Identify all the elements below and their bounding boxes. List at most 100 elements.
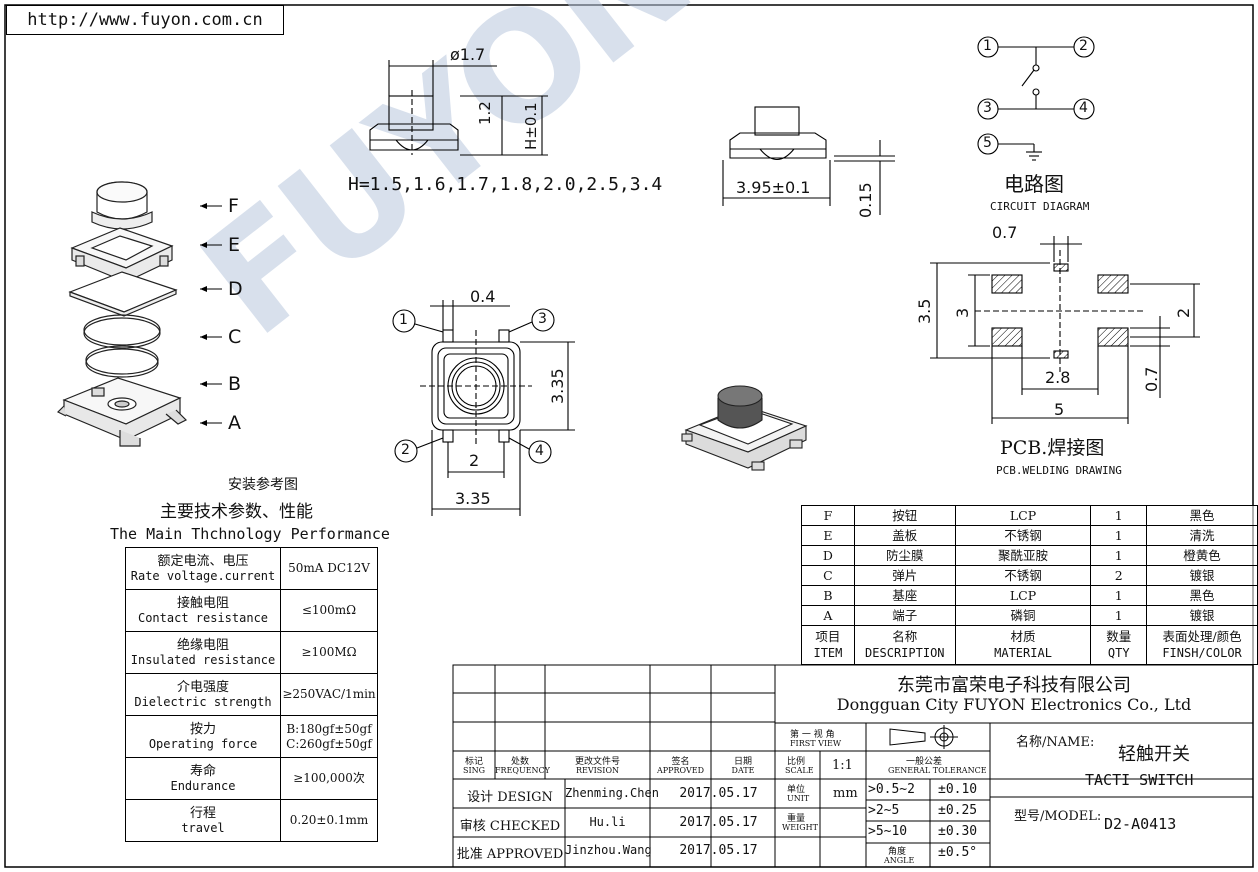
- scale-cn: 比例: [787, 757, 806, 767]
- tol-range-1: >0.5~2: [868, 782, 915, 797]
- pin-1: 1: [399, 312, 408, 328]
- bom-cell: 镀银: [1146, 565, 1258, 586]
- approval-date: 2017.05.17: [679, 786, 758, 801]
- part-d-film: [68, 271, 178, 317]
- circuit-pin-3: 3: [983, 100, 992, 116]
- pcb-title-en: PCB.WELDING DRAWING: [996, 464, 1122, 477]
- perf-title-en: The Main Thchnology Performance: [110, 525, 390, 543]
- perf-param-cn: 接触电阻: [176, 595, 229, 611]
- perf-value: ≥250VAC/1min: [280, 673, 378, 716]
- bom-cell: 聚酰亚胺: [954, 545, 1092, 566]
- bom-cell: 盖板: [853, 525, 956, 546]
- circuit-pin-5: 5: [983, 135, 992, 151]
- circuit-schematic: [977, 36, 1095, 161]
- approval-role: 审核 CHECKED: [459, 819, 561, 834]
- exploded-view: [56, 181, 222, 447]
- bom-cell: 不锈钢: [954, 525, 1092, 546]
- name-label: 名称/NAME:: [1016, 735, 1095, 750]
- approval-name: Jinzhou.Wang: [565, 843, 652, 857]
- tolerance-cn: 一般公差: [906, 757, 943, 767]
- part-f-button: [91, 181, 153, 230]
- bom-cell: 1: [1090, 505, 1148, 526]
- perf-param-en: Operating force: [148, 736, 258, 751]
- bom-cell: 弹片: [853, 565, 956, 586]
- perf-param-cn: 寿命: [189, 763, 216, 779]
- bom-cell: A: [801, 605, 855, 626]
- approval-name: Hu.li: [589, 815, 626, 829]
- bom-cell: D: [801, 545, 855, 566]
- approval-role: 设计 DESIGN: [467, 790, 553, 805]
- revision-header-en: DATE: [731, 766, 755, 775]
- revision-header-cn: 更改文件号: [574, 757, 620, 767]
- pcb-dim-3: 3: [953, 307, 972, 318]
- bom-cell: 1: [1090, 525, 1148, 546]
- dim-h: H±0.1: [522, 102, 540, 150]
- unit-value: mm: [833, 786, 858, 801]
- exploded-caption: 安装参考图: [228, 477, 298, 493]
- company-en: Dongguan City FUYON Electronics Co., Ltd: [836, 695, 1192, 714]
- circuit-pin-1: 1: [983, 38, 992, 54]
- isometric-view: [681, 385, 808, 471]
- first-view-cn: 第 一 视 角: [790, 730, 835, 740]
- perf-param-cn: 介电强度: [176, 679, 229, 695]
- tol-val-angle: ±0.5°: [938, 845, 978, 860]
- pcb-dim-5: 5: [1054, 400, 1065, 419]
- unit-cn: 单位: [787, 785, 806, 795]
- perf-param-cn: 按力: [189, 721, 216, 737]
- exploded-leaders: [200, 203, 222, 426]
- perf-value: 0.20±0.1mm: [280, 799, 378, 842]
- tol-angle-cn: 角度: [888, 847, 907, 857]
- tol-angle-en: ANGLE: [884, 856, 915, 865]
- unit-en: UNIT: [787, 794, 810, 803]
- pcb-title-cn: PCB.焊接图: [1000, 437, 1105, 459]
- circuit-pin-4: 4: [1079, 100, 1088, 116]
- revision-header-cn: 日期: [733, 757, 752, 767]
- bom-header-en: FINSH/COLOR: [1162, 646, 1242, 660]
- tol-val-3: ±0.30: [938, 824, 978, 839]
- perf-param-cn: 行程: [189, 805, 216, 821]
- h-options: H=1.5,1.6,1.7,1.8,2.0,2.5,3.4: [348, 174, 663, 195]
- part-label-a: A: [228, 412, 241, 434]
- dim-0-15: 0.15: [856, 182, 875, 218]
- revision-header-en: SING: [462, 766, 486, 775]
- dim-1-2: 1.2: [476, 101, 494, 125]
- perf-param-cn: 绝缘电阻: [176, 637, 229, 653]
- pin-3: 3: [538, 311, 547, 327]
- bom-header-cn: 名称: [892, 629, 918, 644]
- website-url: http://www.fuyon.com.cn: [6, 5, 284, 35]
- revision-header-cn: 标记: [464, 757, 483, 767]
- bom-cell: 1: [1090, 605, 1148, 626]
- part-b-base: [56, 377, 188, 447]
- bom-cell: B: [801, 585, 855, 606]
- revision-header-en: REVISION: [576, 766, 619, 775]
- first-view-en: FIRST VIEW: [790, 739, 842, 748]
- perf-value: 50mA DC12V: [280, 547, 378, 590]
- product-name-cn: 轻触开关: [1118, 744, 1190, 765]
- bom-cell: 端子: [853, 605, 956, 626]
- front-view: [392, 300, 575, 516]
- part-label-f: F: [228, 195, 239, 217]
- perf-param-en: Endurance: [170, 778, 236, 793]
- dim-3-35-v: 3.35: [548, 368, 567, 404]
- circuit-pin-2: 2: [1079, 38, 1088, 54]
- revision-header-en: APPROVED: [656, 766, 704, 775]
- tol-range-3: >5~10: [868, 824, 908, 839]
- bom-cell: 不锈钢: [954, 565, 1092, 586]
- perf-value: ≥100,000次: [280, 757, 378, 800]
- bom-cell: 1: [1090, 545, 1148, 566]
- pin-4: 4: [535, 443, 544, 459]
- pcb-dim-2-8: 2.8: [1045, 368, 1071, 387]
